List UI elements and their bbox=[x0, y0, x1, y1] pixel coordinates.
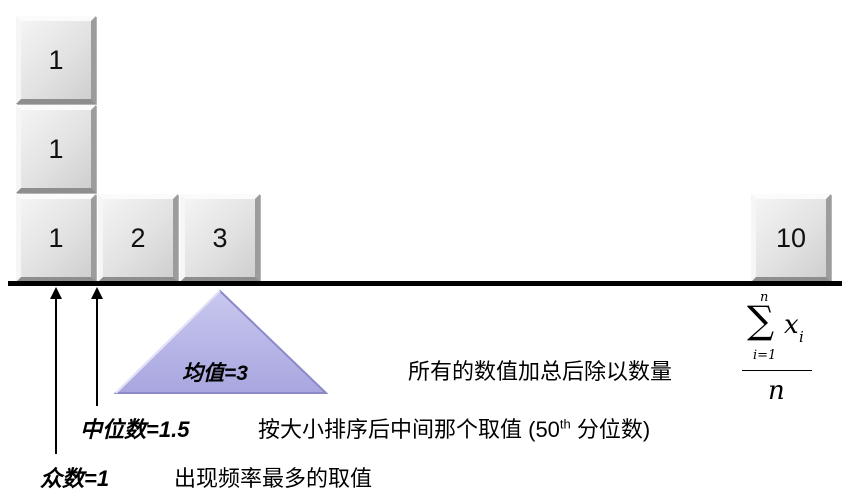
box-value: 3 bbox=[180, 194, 260, 282]
median-label: 中位数=1.5 bbox=[80, 417, 190, 442]
mode-arrow-shaft bbox=[55, 297, 57, 454]
box-value: 10 bbox=[751, 194, 831, 282]
formula-variable: x bbox=[784, 310, 799, 340]
formula-lower-limit: i=1 bbox=[753, 348, 777, 363]
sigma-icon: ∑ bbox=[747, 298, 775, 342]
box-value: 1 bbox=[16, 16, 96, 104]
formula-upper-limit: n bbox=[760, 290, 769, 305]
mean-fulcrum-triangle bbox=[113, 289, 329, 394]
box-value: 1 bbox=[16, 194, 96, 282]
formula-subscript: i bbox=[799, 328, 804, 346]
mean-label: 均值=3 bbox=[182, 362, 248, 385]
median-description: 按大小排序后中间那个取值 (50th 分位数) bbox=[258, 416, 651, 442]
box-value: 2 bbox=[98, 194, 178, 282]
number-line bbox=[8, 281, 842, 286]
mode-label: 众数=1 bbox=[40, 466, 110, 491]
formula-fraction-bar bbox=[742, 370, 812, 371]
mode-arrow-icon bbox=[50, 287, 62, 299]
mean-description: 所有的数值加总后除以数量 bbox=[408, 359, 673, 384]
mode-description: 出现频率最多的取值 bbox=[174, 466, 373, 491]
box-value: 1 bbox=[16, 105, 96, 193]
median-arrow-icon bbox=[91, 287, 103, 299]
mean-formula: n ∑ x i i=1 n bbox=[736, 290, 826, 410]
formula-denominator: n bbox=[768, 376, 785, 406]
median-arrow-shaft bbox=[96, 297, 98, 406]
